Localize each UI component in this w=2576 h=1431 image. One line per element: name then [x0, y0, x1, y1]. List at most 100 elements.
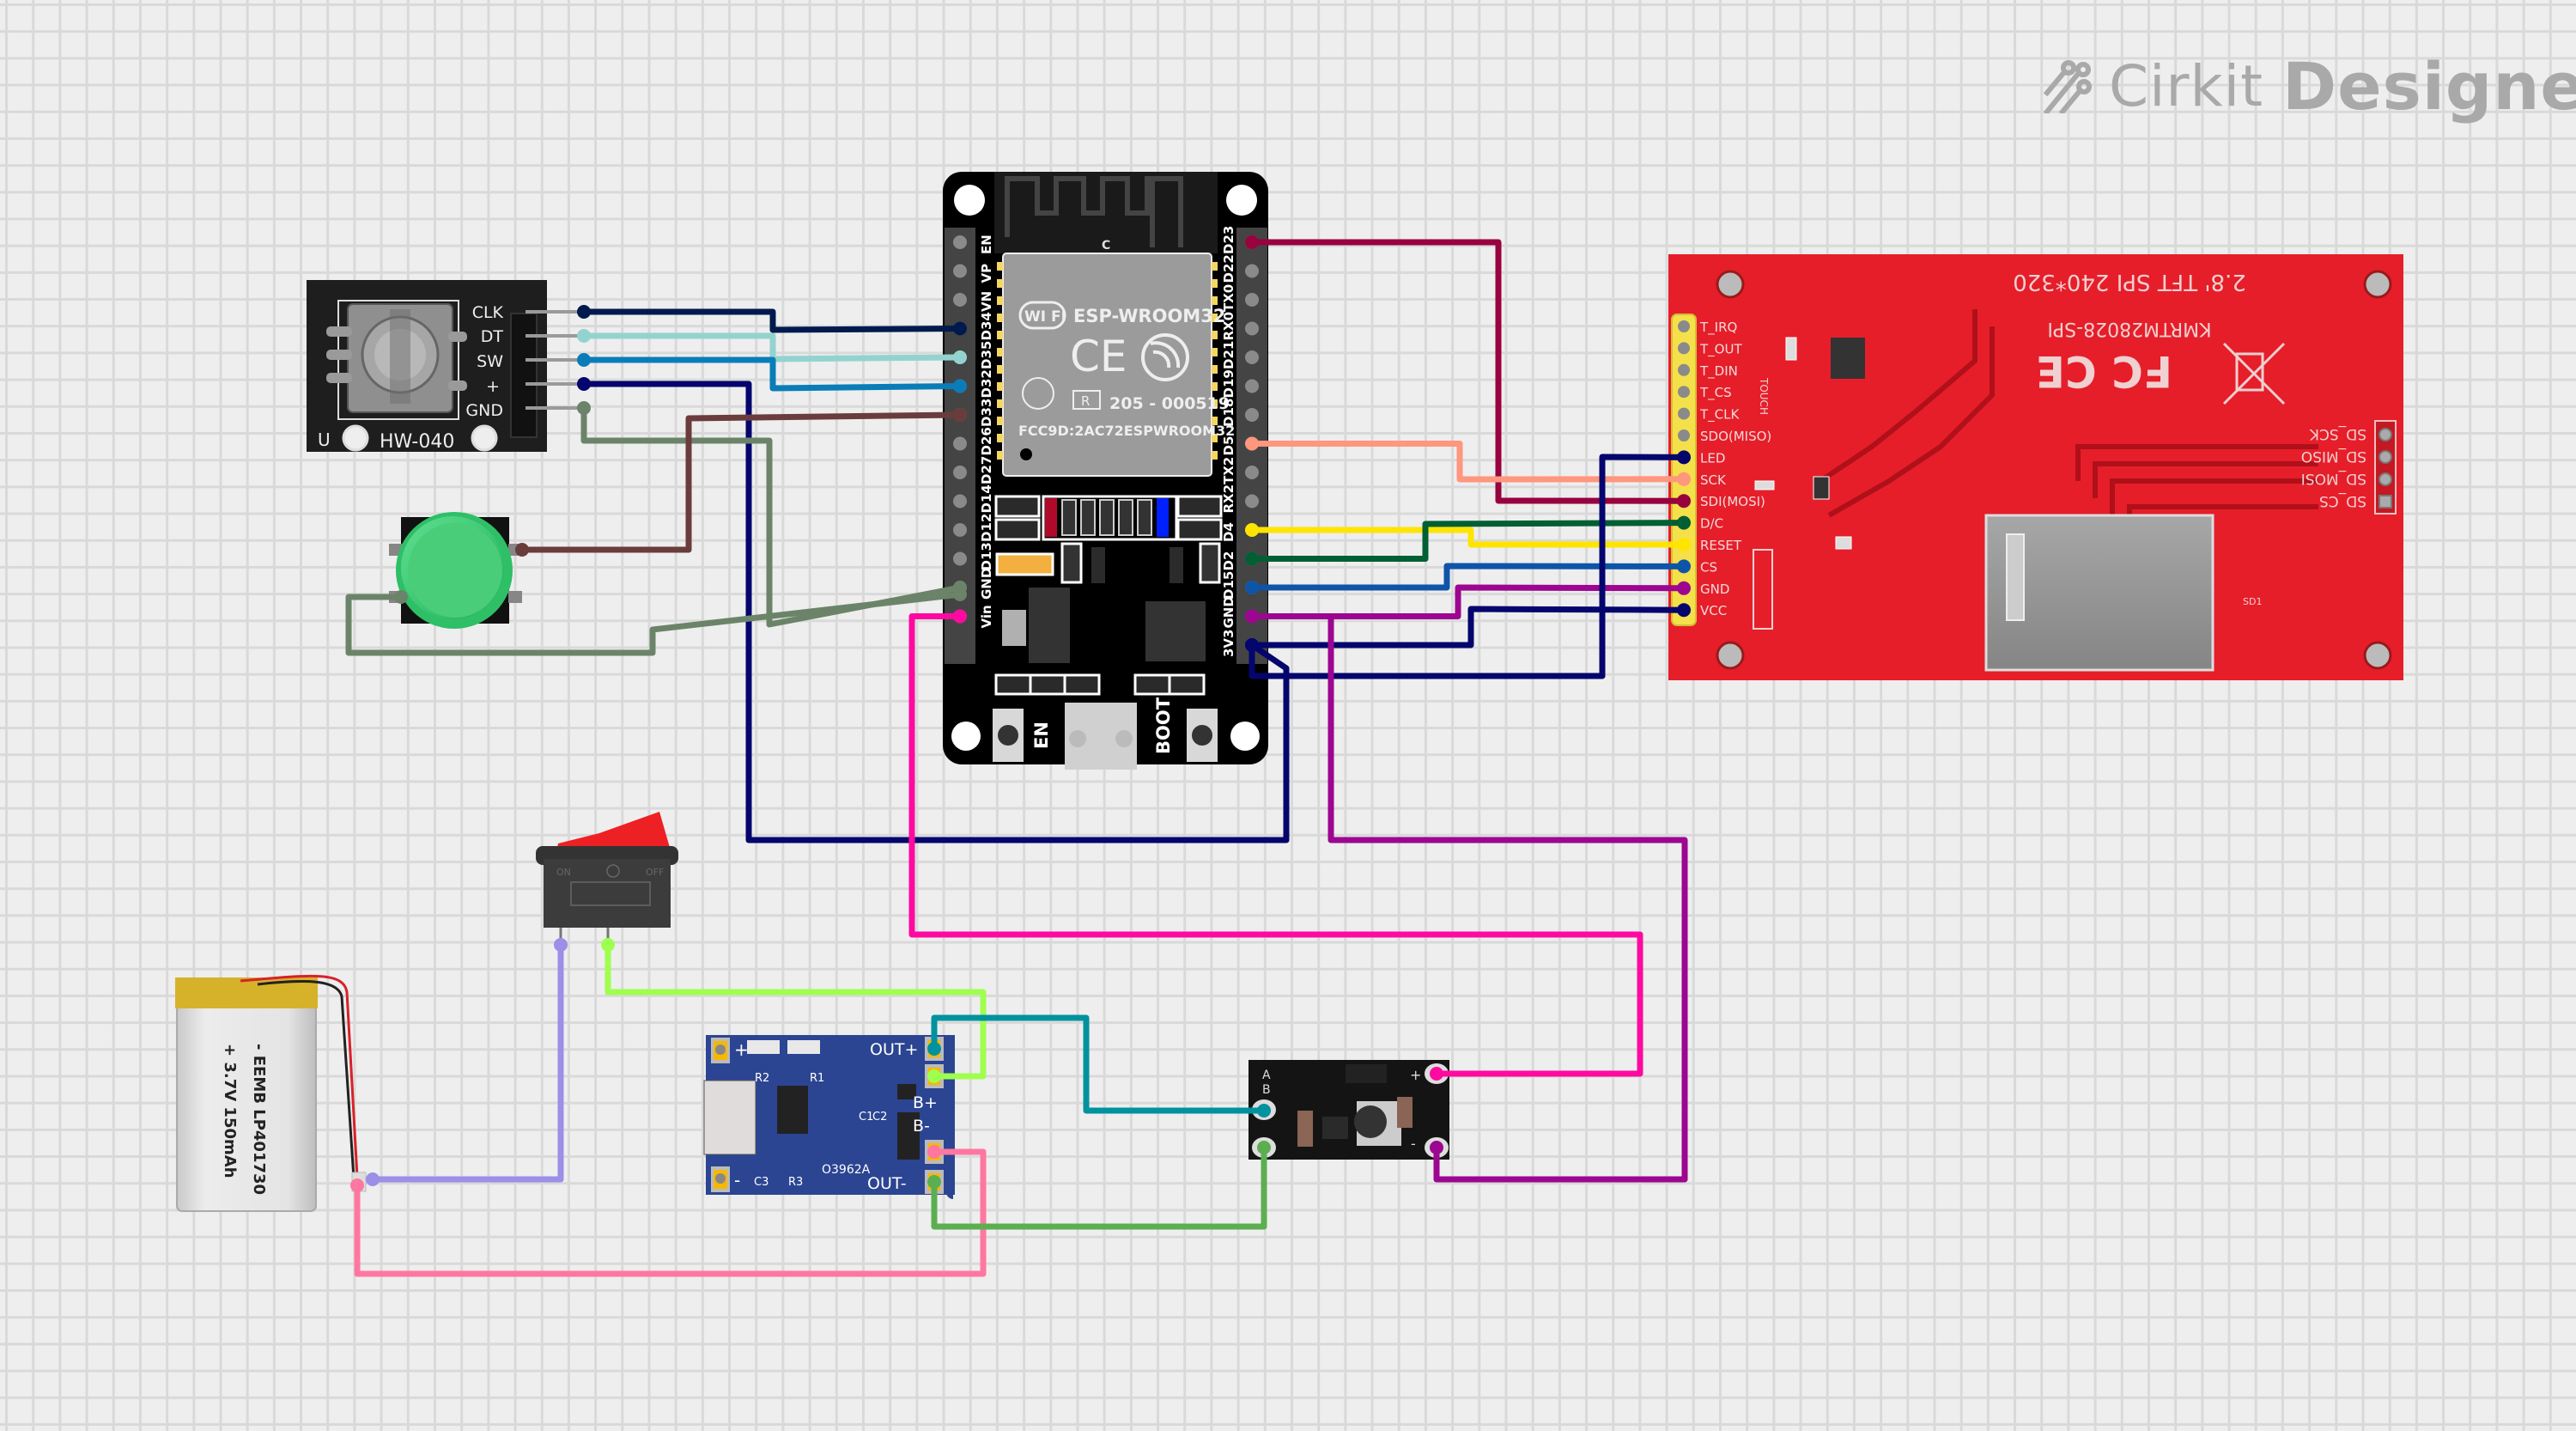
wire-endpoint[interactable] [515, 543, 529, 557]
wire-endpoint[interactable] [577, 401, 591, 415]
pushbutton[interactable] [389, 512, 522, 629]
wire-endpoint[interactable] [577, 305, 591, 319]
wire-d2-to-dc[interactable] [1249, 520, 1687, 562]
circuit-traces-icon [2044, 60, 2092, 113]
wire-endpoint[interactable] [953, 609, 967, 624]
esp32-pin-vp[interactable] [953, 264, 967, 278]
wire-endpoint[interactable] [1677, 581, 1691, 595]
wire-endpoint[interactable] [927, 1042, 941, 1056]
rotary-encoder[interactable]: U HW-040 CLK DT SW + GND [307, 280, 584, 453]
wire-enc-clk-to-d34[interactable] [580, 308, 963, 333]
wire-switch-to-outplus[interactable] [605, 941, 987, 1080]
esp32-pin-d14[interactable] [953, 494, 967, 508]
rocker-switch[interactable]: ON OFF [536, 812, 678, 945]
wire-enc-sw-to-d32[interactable] [580, 356, 963, 392]
esp32-pin-label-d14: D14 [979, 484, 994, 513]
esp32-pin-en[interactable] [953, 235, 967, 249]
wire-endpoint[interactable] [927, 1145, 941, 1159]
wire-endpoint[interactable] [1430, 1141, 1443, 1154]
tft-pin-t-cs[interactable] [1678, 386, 1690, 399]
tft-pin-sdo-miso[interactable] [1678, 429, 1690, 441]
wire-endpoint[interactable] [1257, 1104, 1271, 1117]
wire-endpoint[interactable] [1245, 551, 1259, 566]
wire-endpoint[interactable] [953, 350, 967, 364]
wire-d15-to-cs[interactable] [1249, 563, 1687, 591]
wire-endpoint[interactable] [953, 321, 967, 336]
esp32-pin-d27[interactable] [953, 466, 967, 479]
wire-endpoint[interactable] [1245, 235, 1259, 249]
tft-pin-t-clk[interactable] [1678, 407, 1690, 420]
wire-endpoint[interactable] [350, 1178, 364, 1192]
wire-endpoint[interactable] [1245, 436, 1259, 451]
wire-endpoint[interactable] [394, 590, 408, 604]
sd-mosi-pin[interactable] [2379, 472, 2392, 486]
esp32-pin-label-d2: D2 [1221, 551, 1236, 571]
wire-endpoint[interactable] [1257, 1141, 1271, 1154]
wire-d23-to-sdi[interactable] [1249, 239, 1687, 504]
wire-endpoint[interactable] [1245, 581, 1259, 594]
wire-endpoint[interactable] [953, 408, 967, 422]
wire-outminus-to-boost-gnd[interactable] [931, 1144, 1267, 1230]
wire-endpoint[interactable] [927, 1069, 941, 1083]
wire-d18-to-sck[interactable] [1249, 441, 1687, 483]
tft-pin-t-out[interactable] [1678, 342, 1690, 355]
sd-cs-pin[interactable] [2379, 495, 2392, 508]
lipo-battery[interactable]: - EEMB LP401730 + 3.7V 150mAh [175, 974, 367, 1212]
esp32-pin-rx0[interactable] [1245, 321, 1259, 336]
wire-enc-gnd-to-gnd[interactable] [580, 405, 963, 628]
wire-gnd-to-tft-gnd[interactable] [1249, 584, 1687, 619]
sd-sck-pin[interactable] [2379, 428, 2392, 441]
esp32-pin-d26[interactable] [953, 436, 967, 451]
esp32-pin-d22[interactable] [1245, 264, 1259, 278]
esp32-pin-tx0[interactable] [1245, 293, 1259, 307]
wire-endpoint[interactable] [554, 938, 568, 952]
wire-battery-to-bminus[interactable] [354, 1148, 987, 1277]
tp4056-charger[interactable]: + - R2 R1 C1 C2 C3 R3 O3962A OUT+ B+ B- … [703, 1035, 955, 1199]
wire-button-to-gnd[interactable] [345, 591, 963, 656]
wire-endpoint[interactable] [927, 1175, 941, 1189]
wire-enc-plus-to-3v3[interactable] [580, 381, 1290, 843]
encoder-pin-gnd-label: GND [465, 401, 503, 420]
esp32-pin-d13[interactable] [953, 551, 967, 566]
wire-endpoint[interactable] [366, 1172, 380, 1186]
wire-endpoint[interactable] [1245, 523, 1259, 537]
esp32-pin-d19[interactable] [1245, 379, 1259, 393]
esp32-pin-d12[interactable] [953, 523, 967, 537]
wire-endpoint[interactable] [577, 353, 591, 367]
tft-pin-t-din[interactable] [1678, 363, 1690, 376]
wire-endpoint[interactable] [1245, 609, 1259, 624]
wire-3v3-to-led[interactable] [1249, 454, 1687, 679]
esp32-pin-d18[interactable] [1245, 408, 1259, 422]
wire-endpoint[interactable] [577, 377, 591, 391]
wire-endpoint[interactable] [1677, 494, 1691, 508]
wire-endpoint[interactable] [1677, 472, 1691, 486]
wire-d4-to-reset[interactable] [1249, 527, 1687, 548]
tft-pin-t-irq[interactable] [1678, 320, 1690, 332]
wire-enc-dt-to-d35[interactable] [580, 332, 963, 362]
wire-endpoint[interactable] [1430, 1067, 1443, 1081]
wire-endpoint[interactable] [577, 329, 591, 343]
wire-endpoint[interactable] [1677, 515, 1691, 530]
wire-endpoint[interactable] [601, 938, 615, 952]
wire-endpoint[interactable] [953, 588, 967, 601]
esp32-board[interactable]: C WI FI ESP-WROOM32 CE R 205 - 000519 FC… [943, 172, 1268, 770]
esp32-pin-tx2[interactable] [1245, 466, 1259, 479]
sd-miso-pin[interactable] [2379, 450, 2392, 464]
wire-outplus-to-boost-in[interactable] [931, 1014, 1267, 1114]
esp32-pin-vn[interactable] [953, 293, 967, 307]
wire-endpoint[interactable] [1677, 603, 1691, 618]
esp32-pin-d21[interactable] [1245, 350, 1259, 364]
wire-endpoint[interactable] [953, 379, 967, 393]
wire-endpoint[interactable] [1677, 450, 1691, 465]
boost-converter[interactable]: A B + - [1249, 1060, 1449, 1160]
wire-endpoint[interactable] [1677, 538, 1691, 551]
wire-endpoint[interactable] [1245, 638, 1259, 652]
esp32-pin-rx2[interactable] [1245, 494, 1259, 508]
wire-endpoint[interactable] [1677, 559, 1691, 574]
wire-switch-to-battery[interactable] [369, 941, 564, 1183]
wire-vin-to-boost-plus[interactable] [908, 613, 1643, 1077]
wire-button-to-d33[interactable] [519, 411, 963, 553]
wire-gnd-to-boost-minus[interactable] [1249, 613, 1688, 1183]
tft-display[interactable]: 2.8' TFT SPI 240*320 KMRTM28028-SPI FC C… [1668, 254, 2403, 680]
wire-3v3-to-vcc[interactable] [1249, 606, 1687, 649]
